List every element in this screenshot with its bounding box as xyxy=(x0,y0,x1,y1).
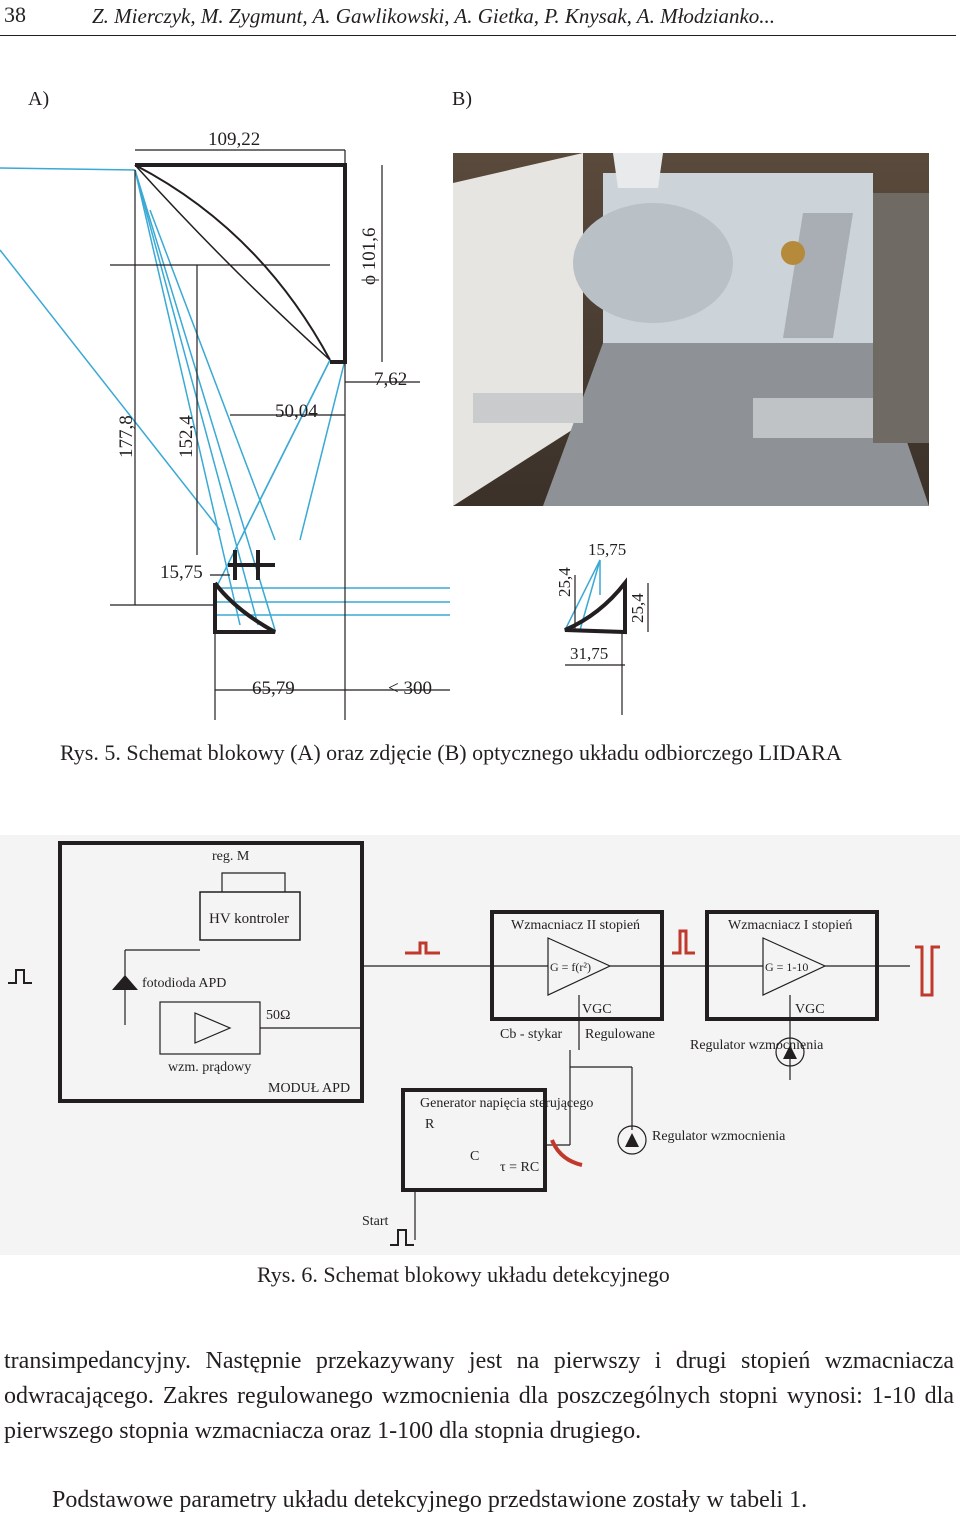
page-header: 38 Z. Mierczyk, M. Zygmunt, A. Gawlikows… xyxy=(0,0,960,40)
body-paragraph-2: Podstawowe parametry układu detekcyjnego… xyxy=(52,1487,808,1513)
amp2-gain: G = f(r²) xyxy=(550,960,591,974)
dim-101: ϕ 101,6 xyxy=(359,227,380,285)
tau-label: τ = RC xyxy=(500,1160,539,1175)
body-paragraph-1: transimpedancyjny. Następnie przekazywan… xyxy=(4,1348,954,1444)
dim-1778: 177,8 xyxy=(116,415,137,458)
reg-m-label: reg. M xyxy=(212,849,250,864)
dim-1524: 152,4 xyxy=(176,415,197,458)
dim-254-a: 25,4 xyxy=(555,567,574,597)
current-amp-label: wzm. prądowy xyxy=(168,1060,251,1075)
amp2-title: Wzmacniacz II stopień xyxy=(511,918,640,933)
hv-controller-label: HV kontroler xyxy=(209,911,289,927)
start-label: Start xyxy=(362,1214,389,1229)
page-number: 38 xyxy=(4,2,26,27)
regulowane-label: Regulowane xyxy=(585,1027,655,1042)
cb-label: Cb - stykar xyxy=(500,1027,563,1042)
dim-1575-left: 15,75 xyxy=(160,562,203,583)
dim-762: 7,62 xyxy=(374,369,407,390)
dim-5004: 50,04 xyxy=(275,401,318,422)
dim-254-b: 25,4 xyxy=(628,593,647,623)
ohm-label: 50Ω xyxy=(266,1008,290,1023)
figure6-caption: Rys. 6. Schemat blokowy układu detekcyjn… xyxy=(257,1262,670,1287)
figure5-label-b: B) xyxy=(452,88,472,110)
vgc-label-2: VGC xyxy=(795,1002,825,1017)
photodiode-label: fotodioda APD xyxy=(142,976,226,991)
apd-module-label: MODUŁ APD xyxy=(268,1081,350,1096)
figure5-caption: Rys. 5. Schemat blokowy (A) oraz zdjęcie… xyxy=(60,740,842,765)
amp1-title: Wzmacniacz I stopień xyxy=(728,918,852,933)
dim-3175: 31,75 xyxy=(570,644,608,663)
amp1-gain: G = 1-10 xyxy=(765,960,808,974)
gain-regulator-label-1: Regulator wzmocnienia xyxy=(690,1038,824,1053)
running-head-authors: Z. Mierczyk, M. Zygmunt, A. Gawlikowski,… xyxy=(92,4,776,28)
dim-1575-right: 15,75 xyxy=(588,540,626,559)
figure5-label-a: A) xyxy=(28,88,50,110)
vgc-label-1: VGC xyxy=(582,1002,612,1017)
optical-schematic: 109,22 ϕ 101,6 7,62 50,04 177,8 152,4 15… xyxy=(0,129,450,720)
dim-300: < 300 xyxy=(388,678,432,699)
resistor-label: R xyxy=(425,1117,435,1132)
lidar-photo xyxy=(453,153,929,506)
generator-label: Generator napięcia sterującego xyxy=(420,1096,593,1111)
dim-6579: 65,79 xyxy=(252,678,295,699)
dim-109: 109,22 xyxy=(208,129,260,150)
header-rule xyxy=(0,35,956,36)
capacitor-label: C xyxy=(470,1149,479,1164)
detection-block-diagram: reg. M HV kontroler fotodioda APD 50Ω wz… xyxy=(0,835,960,1255)
optical-rays xyxy=(0,167,450,631)
prism-right: 15,75 25,4 25,4 31,75 xyxy=(555,540,649,715)
gain-regulator-label-2: Regulator wzmocnienia xyxy=(652,1129,786,1144)
